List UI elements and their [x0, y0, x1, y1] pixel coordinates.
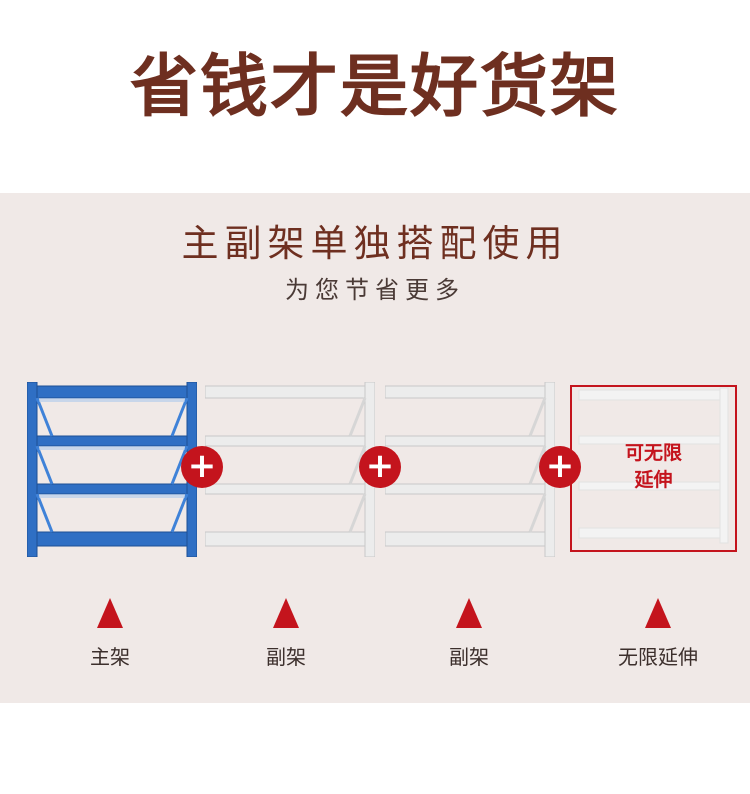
- up-arrow-icon: [273, 598, 299, 628]
- extension-note-line2: 延伸: [634, 469, 673, 491]
- section-caption: 为您节省更多: [285, 276, 465, 304]
- sub-rack-image: [205, 382, 375, 557]
- headline: 省钱才是好货架: [129, 48, 620, 127]
- extension-rack-image: [578, 387, 729, 544]
- sub-rack-image: [385, 382, 555, 557]
- extension-note-line1: 可无限: [624, 442, 682, 464]
- label-sub-rack: 副架: [449, 645, 489, 669]
- plus-icon: +: [359, 446, 401, 488]
- up-arrow-icon: [97, 598, 123, 628]
- up-arrow-icon: [645, 598, 671, 628]
- up-arrow-icon: [456, 598, 482, 628]
- plus-icon: +: [539, 446, 581, 488]
- section-title: 主副架单独搭配使用: [181, 222, 569, 265]
- label-unlimited-extension: 无限延伸: [618, 645, 698, 669]
- extension-note: 可无限 延伸: [570, 440, 737, 494]
- main-rack-image: [27, 382, 197, 557]
- label-main-rack: 主架: [90, 645, 130, 669]
- label-sub-rack: 副架: [266, 645, 306, 669]
- plus-icon: +: [181, 446, 223, 488]
